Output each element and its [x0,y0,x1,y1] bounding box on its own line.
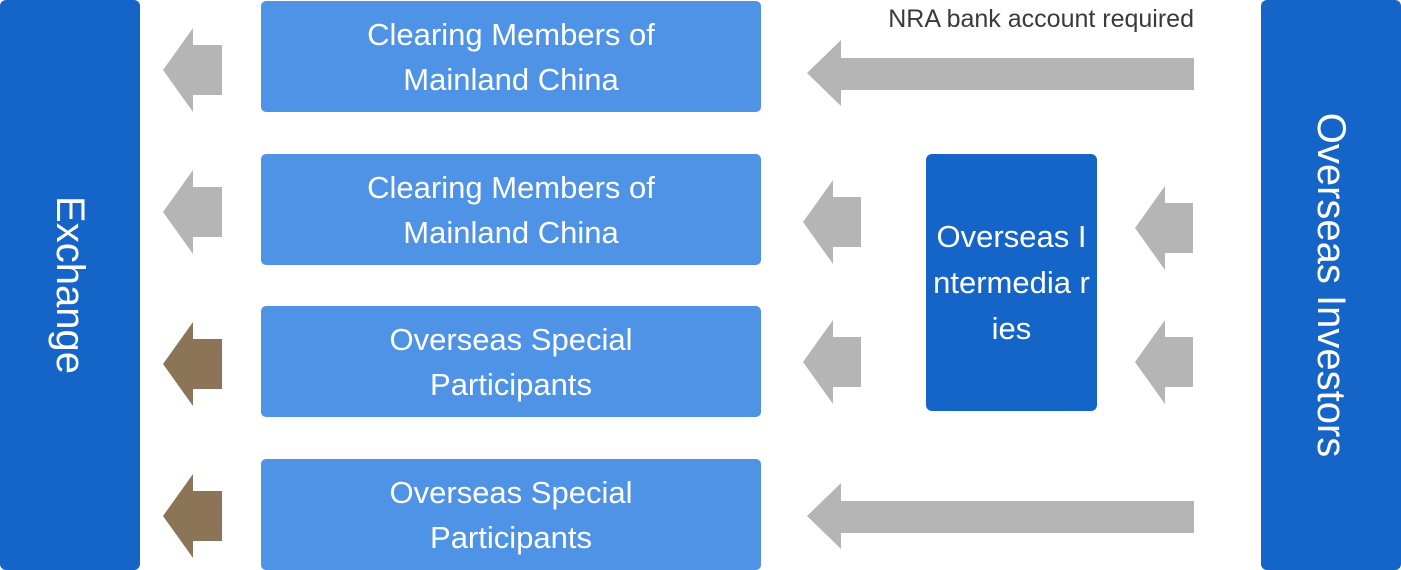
special-participants-label-2: Overseas Special Participants [389,474,633,555]
arrow-to-exchange-3 [163,322,222,406]
special-participants-box-1: Overseas Special Participants [261,306,761,417]
overseas-investors-label: Overseas Investors [1309,112,1353,458]
special-participants-box-2: Overseas Special Participants [261,459,761,570]
arrow-to-exchange-4 [163,474,222,558]
arrow-to-exchange-2 [163,170,222,254]
clearing-members-label-1: Clearing Members of Mainland China [367,16,655,97]
clearing-members-box-2: Clearing Members of Mainland China [261,154,761,265]
exchange-box: Exchange [0,0,140,570]
exchange-label: Exchange [48,196,92,374]
arrow-investors-to-intermediaries-1 [1135,186,1193,270]
arrow-intermediaries-to-row-3 [803,320,861,404]
arrow-investors-to-row-4 [807,483,1194,549]
nra-note: NRA bank account required [888,5,1194,33]
overseas-intermediaries-box: Overseas Intermedia ries [926,154,1097,411]
clearing-members-label-2: Clearing Members of Mainland China [367,169,655,250]
special-participants-label-1: Overseas Special Participants [389,321,633,402]
overseas-intermediaries-label: Overseas Intermedia ries [933,218,1090,346]
arrow-investors-to-row-1 [807,40,1194,106]
arrow-intermediaries-to-row-2 [803,180,861,264]
arrow-investors-to-intermediaries-2 [1135,320,1193,404]
overseas-investors-box: Overseas Investors [1261,0,1401,570]
clearing-members-box-1: Clearing Members of Mainland China [261,1,761,112]
arrow-to-exchange-1 [163,28,222,112]
